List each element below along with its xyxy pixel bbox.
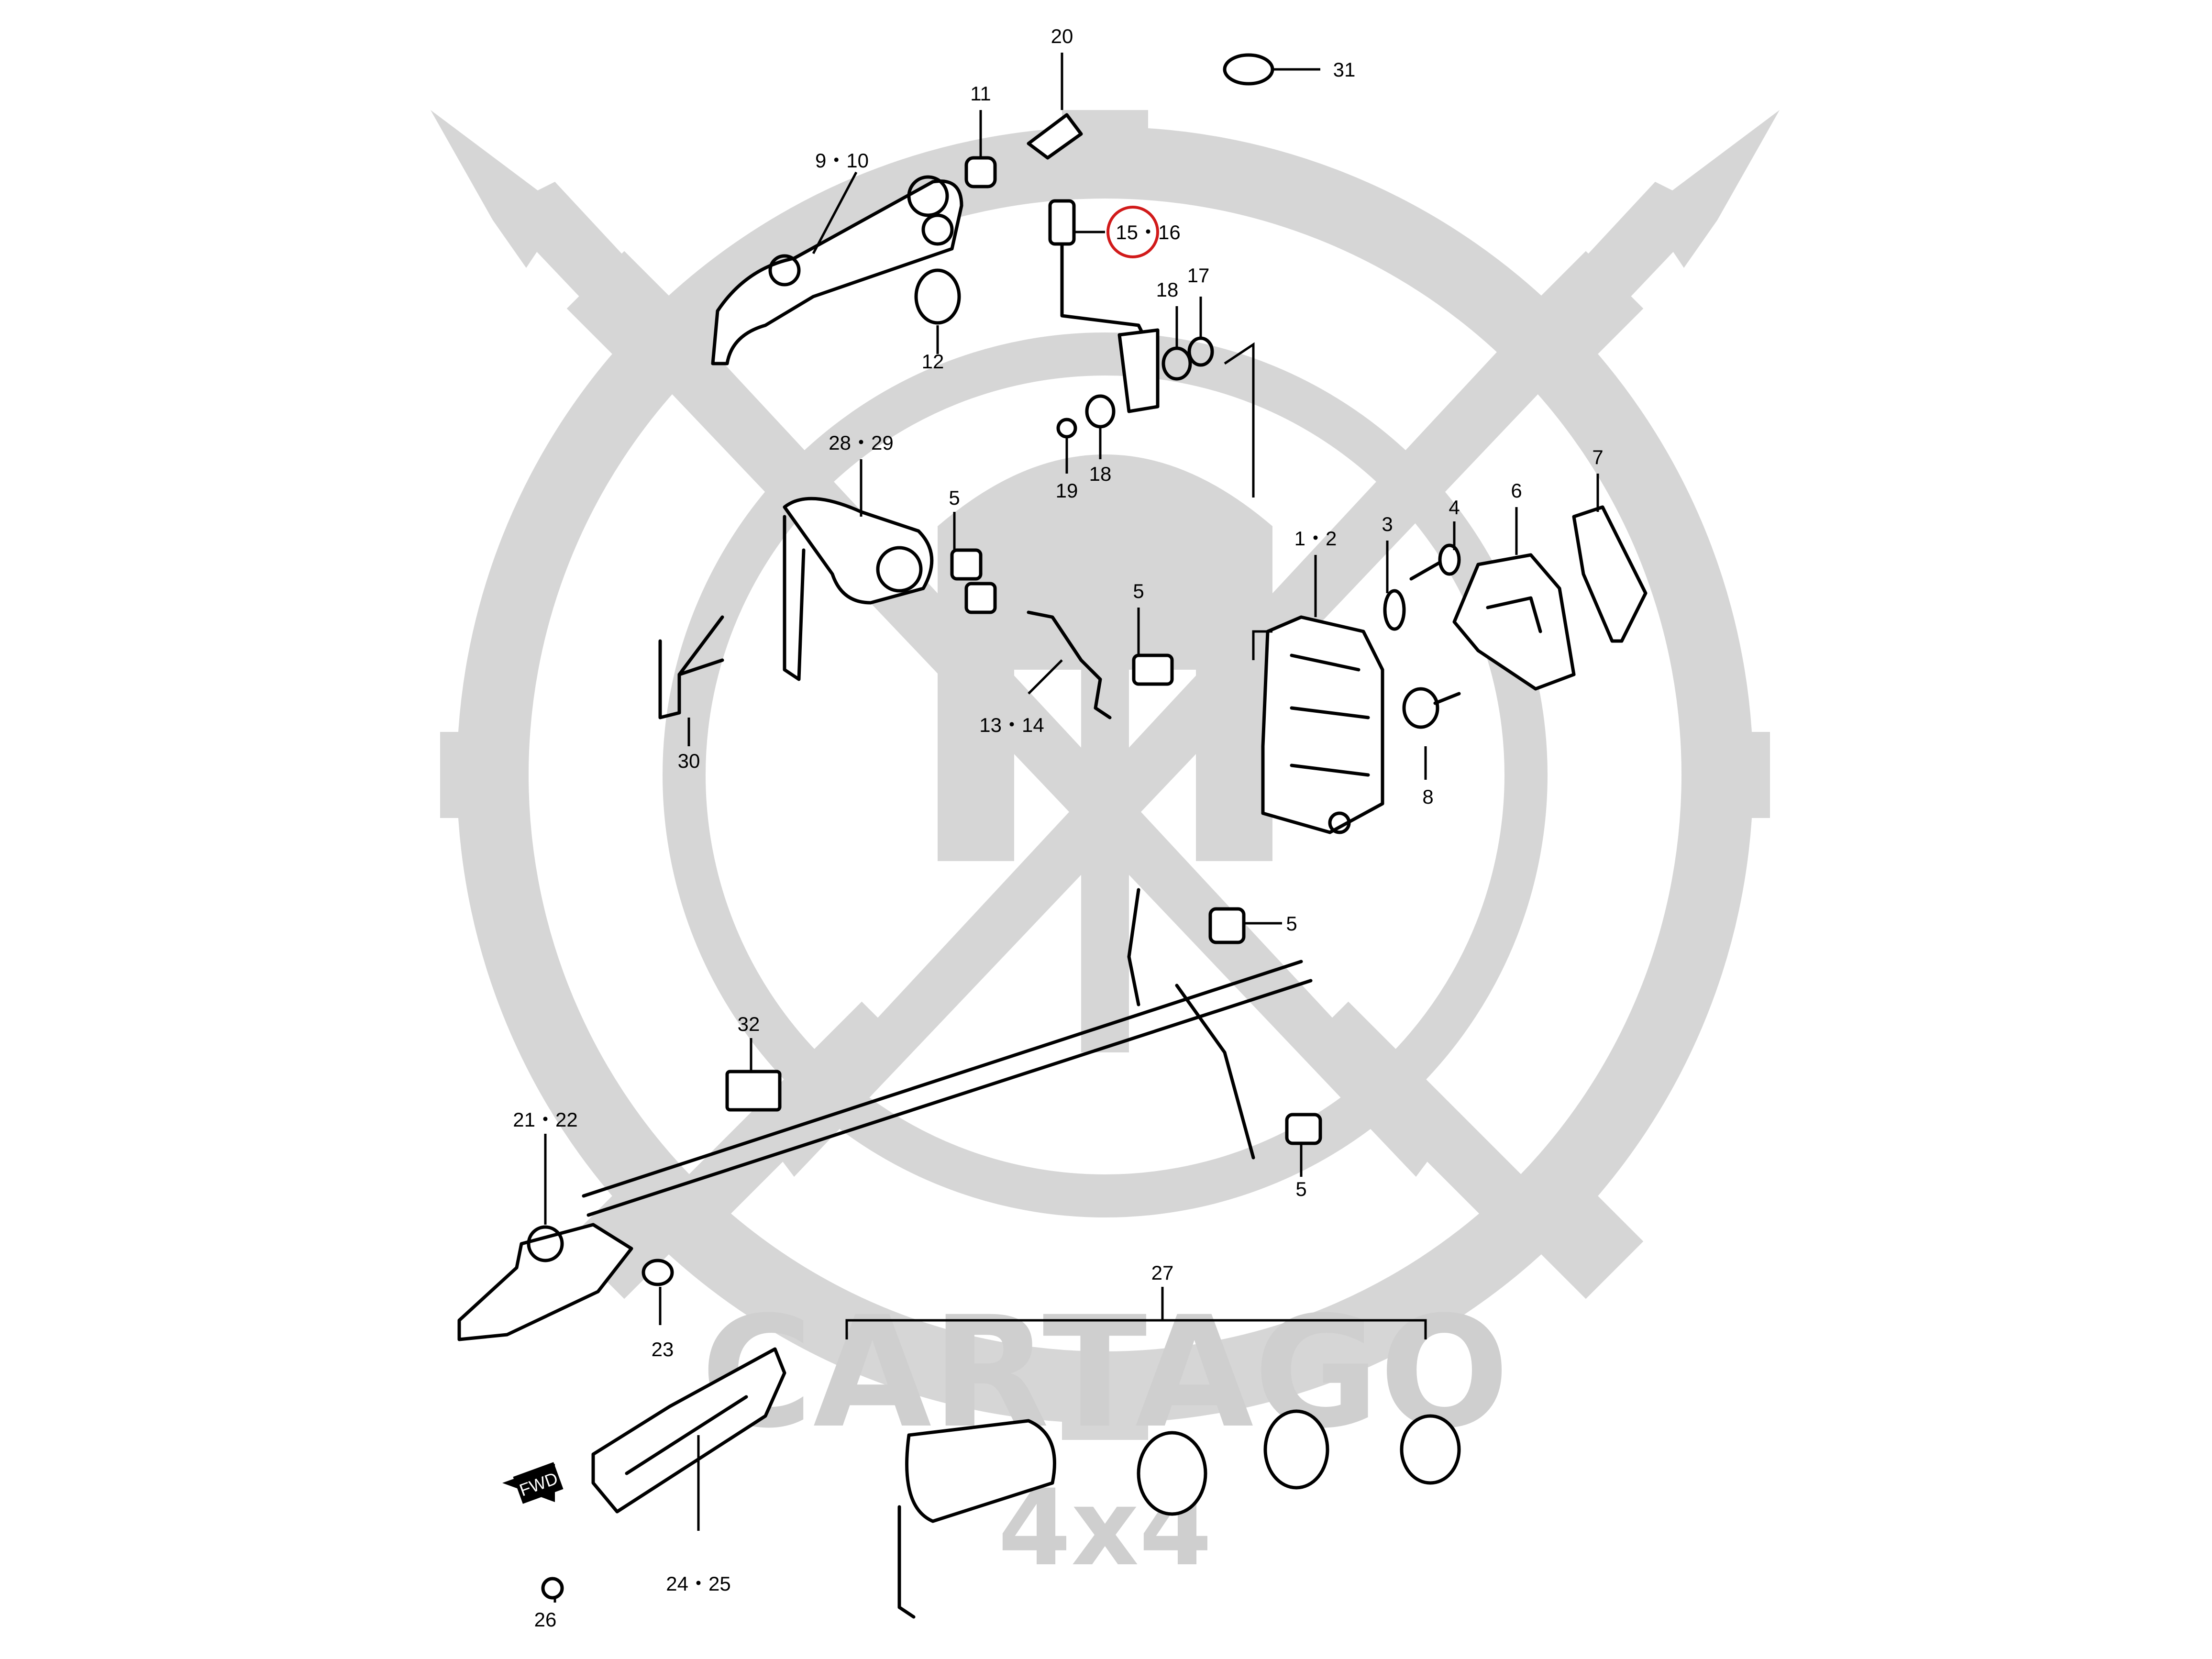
label-18-bottom: 18: [1089, 463, 1112, 485]
lower-rod-clip-part: [1208, 907, 1322, 1145]
cap-part: [1223, 53, 1274, 86]
label-6: 6: [1511, 479, 1522, 502]
label-12: 12: [922, 350, 944, 373]
group-bracket: [845, 1319, 1427, 1339]
outside-handle-part: [711, 175, 963, 365]
label-30: 30: [678, 750, 700, 772]
label-5-bottom: 5: [1295, 1178, 1306, 1200]
door-lock-assembly-part: [1261, 615, 1384, 834]
lock-set-part: [897, 1409, 1461, 1619]
highlight-circle: [1106, 206, 1159, 258]
shim-part: [1572, 505, 1648, 643]
label-17: 17: [1187, 264, 1210, 287]
label-26: 26: [534, 1608, 557, 1631]
inside-handle-part: [457, 1223, 633, 1341]
label-24-25: 24・25: [666, 1572, 730, 1595]
label-13-14: 13・14: [979, 714, 1044, 736]
label-27: 27: [1151, 1261, 1174, 1284]
nut-part: [914, 268, 961, 325]
bracket-part: [658, 615, 724, 719]
label-31: 31: [1333, 58, 1356, 81]
screw-part-23: [641, 1259, 674, 1286]
fwd-arrow-icon: FWD: [502, 1462, 564, 1504]
spring-clip-part: [1383, 589, 1406, 631]
connecting-rod-part: [1027, 610, 1112, 719]
label-18-top: 18: [1156, 278, 1179, 301]
lock-rod-part: [1048, 199, 1160, 413]
pad-part: [725, 1070, 782, 1112]
label-7: 7: [1592, 446, 1603, 468]
label-8: 8: [1422, 785, 1433, 808]
grommet-part: [964, 156, 997, 188]
label-15-16: 15・16: [1116, 221, 1180, 243]
label-4: 4: [1449, 496, 1460, 519]
label-21-22: 21・22: [513, 1108, 577, 1131]
watermark-brand: CARTAGO: [701, 1284, 1509, 1462]
label-11: 11: [970, 82, 991, 105]
label-9-10: 9・10: [815, 149, 869, 172]
leader-lines: [544, 53, 1599, 1603]
label-28-29: 28・29: [829, 431, 893, 454]
mid-rod-clip-part: [1132, 653, 1174, 686]
label-1-2: 1・2: [1294, 527, 1337, 550]
rod-clip-part: [950, 548, 997, 614]
key-cylinder-part: [783, 497, 934, 681]
callout-labels: 20 31 11 9・10 15・16 18 17 12 19 18 28・29…: [513, 25, 1603, 1631]
screw-part-26: [541, 1577, 564, 1600]
clip-part: [1027, 113, 1083, 160]
striker-part: [1452, 553, 1576, 691]
label-20: 20: [1051, 25, 1073, 47]
handle-bezel-part: [591, 1347, 786, 1514]
cartago-watermark: CARTAGO 4x4: [431, 110, 1780, 1589]
screw-part-8: [1402, 687, 1461, 729]
label-5-right: 5: [1286, 912, 1297, 935]
screw-part-4: [1409, 543, 1461, 581]
label-23: 23: [652, 1338, 674, 1360]
long-rods-part: [582, 888, 1313, 1217]
label-3: 3: [1382, 513, 1393, 535]
label-19: 19: [1056, 479, 1078, 502]
helmet-watermark: [938, 454, 1272, 1052]
label-32: 32: [738, 1013, 760, 1035]
label-5-upper: 5: [949, 487, 960, 509]
label-5-mid: 5: [1133, 580, 1144, 602]
